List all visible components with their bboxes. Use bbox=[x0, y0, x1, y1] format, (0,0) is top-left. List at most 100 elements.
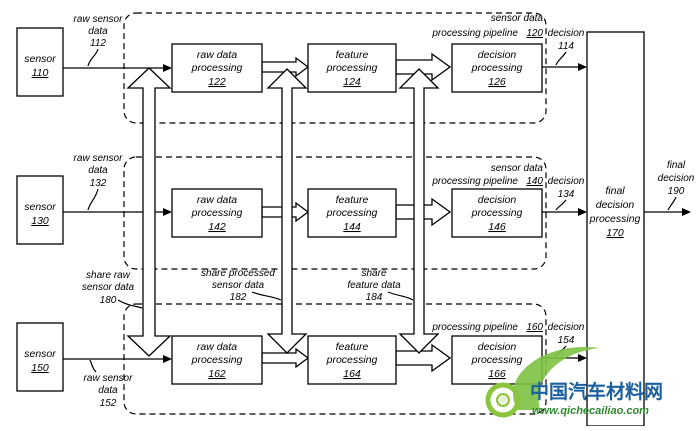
svg-text:decision: decision bbox=[548, 322, 585, 333]
decision-label-114: decision 114 bbox=[548, 28, 585, 66]
share-raw-arrow bbox=[126, 67, 172, 357]
sensor-label: sensor bbox=[24, 53, 56, 65]
svg-text:processing: processing bbox=[471, 207, 523, 219]
svg-text:170: 170 bbox=[606, 227, 624, 239]
svg-text:processing: processing bbox=[589, 213, 641, 225]
feature-processing-block-124 bbox=[307, 43, 397, 93]
svg-text:decision: decision bbox=[478, 341, 517, 353]
raw-sensor-data-label-132: raw sensor data 132 bbox=[74, 153, 123, 211]
svg-text:share: share bbox=[361, 268, 386, 279]
svg-text:decision: decision bbox=[658, 173, 695, 184]
svg-text:raw sensor: raw sensor bbox=[84, 373, 134, 384]
svg-text:data: data bbox=[88, 165, 108, 176]
svg-text:feature: feature bbox=[336, 194, 369, 206]
decision-processing-block-126 bbox=[451, 43, 543, 93]
final-output-arrow bbox=[644, 208, 691, 216]
svg-text:124: 124 bbox=[343, 76, 361, 88]
feature-processing-text-124: feature processing 124 bbox=[326, 49, 378, 88]
svg-text:142: 142 bbox=[208, 221, 226, 233]
svg-text:decision: decision bbox=[478, 194, 517, 206]
sensor-number: 110 bbox=[32, 67, 49, 79]
svg-text:feature: feature bbox=[336, 341, 369, 353]
sensor-box-110 bbox=[16, 27, 64, 97]
svg-text:sensor data: sensor data bbox=[82, 282, 135, 293]
feature-processing-block-144 bbox=[307, 188, 397, 238]
share-feature-label-184: share feature data 184 bbox=[347, 268, 414, 303]
svg-text:raw data: raw data bbox=[197, 194, 237, 206]
svg-text:182: 182 bbox=[230, 292, 247, 303]
decision-processing-block-146 bbox=[451, 188, 543, 238]
share-raw-label-180: share raw sensor data 180 bbox=[82, 270, 143, 309]
svg-text:sensor data: sensor data bbox=[491, 13, 544, 24]
svg-text:feature: feature bbox=[336, 49, 369, 61]
svg-text:feature data: feature data bbox=[347, 280, 401, 291]
decision-processing-text-166: decision processing 166 bbox=[471, 341, 523, 380]
raw-processing-text-122: raw data processing 122 bbox=[191, 49, 243, 88]
feature-to-decision-arrows bbox=[395, 52, 452, 373]
svg-text:sensor data: sensor data bbox=[491, 163, 544, 174]
sensor-number: 130 bbox=[31, 215, 49, 227]
pipeline-label-120: sensor data processing pipeline 120 bbox=[431, 13, 543, 39]
raw-processing-text-162: raw data processing 162 bbox=[191, 341, 243, 380]
raw-sensor-data-label-152: raw sensor data 152 bbox=[84, 359, 134, 409]
svg-text:decision: decision bbox=[478, 49, 517, 61]
decision-to-final-arrows bbox=[542, 63, 587, 362]
svg-text:processing: processing bbox=[471, 354, 523, 366]
svg-text:raw sensor: raw sensor bbox=[74, 14, 124, 25]
svg-text:share raw: share raw bbox=[86, 270, 131, 281]
share-processed-arrow bbox=[266, 68, 308, 354]
svg-text:146: 146 bbox=[488, 221, 506, 233]
svg-text:data: data bbox=[88, 26, 108, 37]
raw-processing-block-142 bbox=[171, 188, 263, 238]
svg-text:162: 162 bbox=[208, 368, 226, 380]
final-decision-label-190: final decision 190 bbox=[658, 160, 695, 211]
sensor-box-130 bbox=[16, 175, 64, 245]
raw-processing-text-142: raw data processing 142 bbox=[191, 194, 243, 233]
svg-text:132: 132 bbox=[90, 178, 107, 189]
svg-text:raw data: raw data bbox=[197, 341, 237, 353]
sensor-label: sensor bbox=[24, 201, 56, 213]
svg-text:processing: processing bbox=[191, 354, 243, 366]
share-processed-label-182: share processed sensor data 182 bbox=[201, 268, 282, 303]
svg-text:decision: decision bbox=[548, 176, 585, 187]
svg-text:112: 112 bbox=[90, 38, 106, 49]
svg-text:final: final bbox=[667, 160, 686, 171]
svg-text:144: 144 bbox=[343, 221, 361, 233]
svg-text:data: data bbox=[98, 385, 118, 396]
share-feature-arrow bbox=[398, 68, 440, 354]
sensor-number: 150 bbox=[31, 362, 49, 374]
svg-text:160: 160 bbox=[526, 322, 543, 333]
final-decision-processing-block bbox=[586, 31, 645, 427]
pipeline-boundary-140 bbox=[123, 156, 547, 270]
svg-text:raw data: raw data bbox=[197, 49, 237, 61]
svg-text:decision: decision bbox=[548, 28, 585, 39]
svg-text:152: 152 bbox=[100, 398, 117, 409]
feature-processing-block-164 bbox=[307, 335, 397, 385]
svg-text:processing: processing bbox=[471, 62, 523, 74]
feature-processing-text-164: feature processing 164 bbox=[326, 341, 378, 380]
raw-sensor-data-label-112: raw sensor data 112 bbox=[74, 14, 124, 67]
svg-text:final: final bbox=[605, 185, 625, 197]
svg-text:164: 164 bbox=[343, 368, 361, 380]
svg-text:126: 126 bbox=[488, 76, 506, 88]
sensor-box-150 bbox=[16, 322, 64, 392]
svg-text:decision: decision bbox=[596, 199, 635, 211]
svg-text:processing: processing bbox=[191, 207, 243, 219]
svg-text:114: 114 bbox=[558, 41, 574, 52]
svg-text:180: 180 bbox=[100, 295, 117, 306]
svg-text:processing pipeline: processing pipeline bbox=[431, 28, 518, 39]
svg-text:140: 140 bbox=[526, 176, 543, 187]
watermark-url: www.qichecailiao.com bbox=[532, 405, 649, 417]
svg-text:184: 184 bbox=[366, 292, 383, 303]
svg-text:154: 154 bbox=[558, 335, 575, 346]
svg-text:122: 122 bbox=[208, 76, 226, 88]
raw-processing-block-122 bbox=[171, 43, 263, 93]
svg-text:134: 134 bbox=[558, 189, 575, 200]
svg-text:190: 190 bbox=[668, 186, 685, 197]
svg-text:processing: processing bbox=[326, 354, 378, 366]
watermark-logo-icon bbox=[485, 382, 521, 418]
watermark-cn: 中国汽车材料网 bbox=[530, 380, 663, 403]
svg-text:processing: processing bbox=[191, 62, 243, 74]
